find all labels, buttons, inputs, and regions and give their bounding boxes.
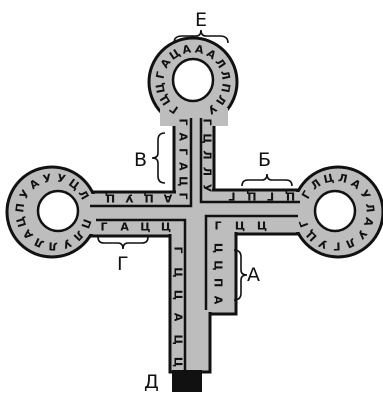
nucleotide: У bbox=[201, 184, 214, 193]
label-e: Е bbox=[195, 9, 207, 31]
nucleotide: Г bbox=[177, 148, 190, 155]
junction-fill bbox=[62, 108, 326, 370]
nucleotide: А bbox=[120, 221, 129, 234]
nucleotide: Ц bbox=[201, 133, 214, 143]
nucleotide: А bbox=[163, 192, 172, 205]
bracket-g bbox=[98, 237, 148, 249]
nucleotide: Г bbox=[177, 118, 190, 125]
nucleotide: Ц bbox=[144, 192, 154, 205]
nucleotide: А bbox=[172, 313, 185, 322]
label-d: Д bbox=[144, 371, 159, 393]
label-a: А bbox=[247, 264, 260, 286]
nucleotide: Л bbox=[363, 203, 377, 214]
nucleotide: Ц bbox=[246, 190, 256, 203]
nucleotide: Ц bbox=[161, 221, 171, 234]
left-loop-hole bbox=[38, 191, 78, 231]
bracket-v bbox=[152, 133, 165, 183]
top-loop-hole bbox=[173, 59, 213, 101]
nucleotide: Г bbox=[333, 239, 340, 252]
nucleotide: Ц bbox=[212, 243, 225, 253]
nucleotide: П bbox=[13, 203, 27, 214]
nucleotide: Г bbox=[100, 221, 107, 234]
nucleotide: Ц bbox=[212, 260, 225, 270]
nucleotide: Г bbox=[172, 246, 185, 253]
nucleotide: Ц bbox=[235, 220, 245, 233]
nucleotide: Г bbox=[228, 190, 235, 203]
nucleotide: Ц bbox=[105, 192, 115, 205]
nucleotide: Л bbox=[201, 150, 214, 159]
nucleotide: Г bbox=[267, 190, 274, 203]
right-loop-hole bbox=[315, 191, 355, 231]
nucleotide: Ц bbox=[172, 357, 185, 367]
label-v: В bbox=[134, 149, 147, 171]
label-g: Г bbox=[117, 253, 129, 275]
nucleotide: У bbox=[125, 192, 134, 205]
nucleotide: Г bbox=[201, 118, 214, 125]
nucleotide: А bbox=[177, 162, 190, 171]
nucleotide: Ц bbox=[172, 267, 185, 277]
attachment-end bbox=[172, 370, 202, 392]
nucleotide: А bbox=[177, 133, 190, 142]
nucleotide: Ц bbox=[172, 334, 185, 344]
nucleotide: Ц bbox=[140, 221, 150, 234]
nucleotide: Ц bbox=[285, 190, 295, 203]
nucleotide: П bbox=[212, 278, 225, 287]
nucleotide: Ц bbox=[172, 290, 185, 300]
label-b: Б bbox=[258, 149, 271, 171]
nucleotide: Ц bbox=[177, 176, 190, 186]
nucleotide: Г bbox=[214, 220, 221, 233]
nucleotide: Ц bbox=[257, 220, 267, 233]
nucleotide: Л bbox=[48, 239, 57, 252]
nucleotide: Г bbox=[177, 192, 190, 199]
nucleotide: А bbox=[212, 296, 225, 305]
bracket-b bbox=[242, 174, 292, 186]
nucleotide: Л bbox=[201, 167, 214, 176]
